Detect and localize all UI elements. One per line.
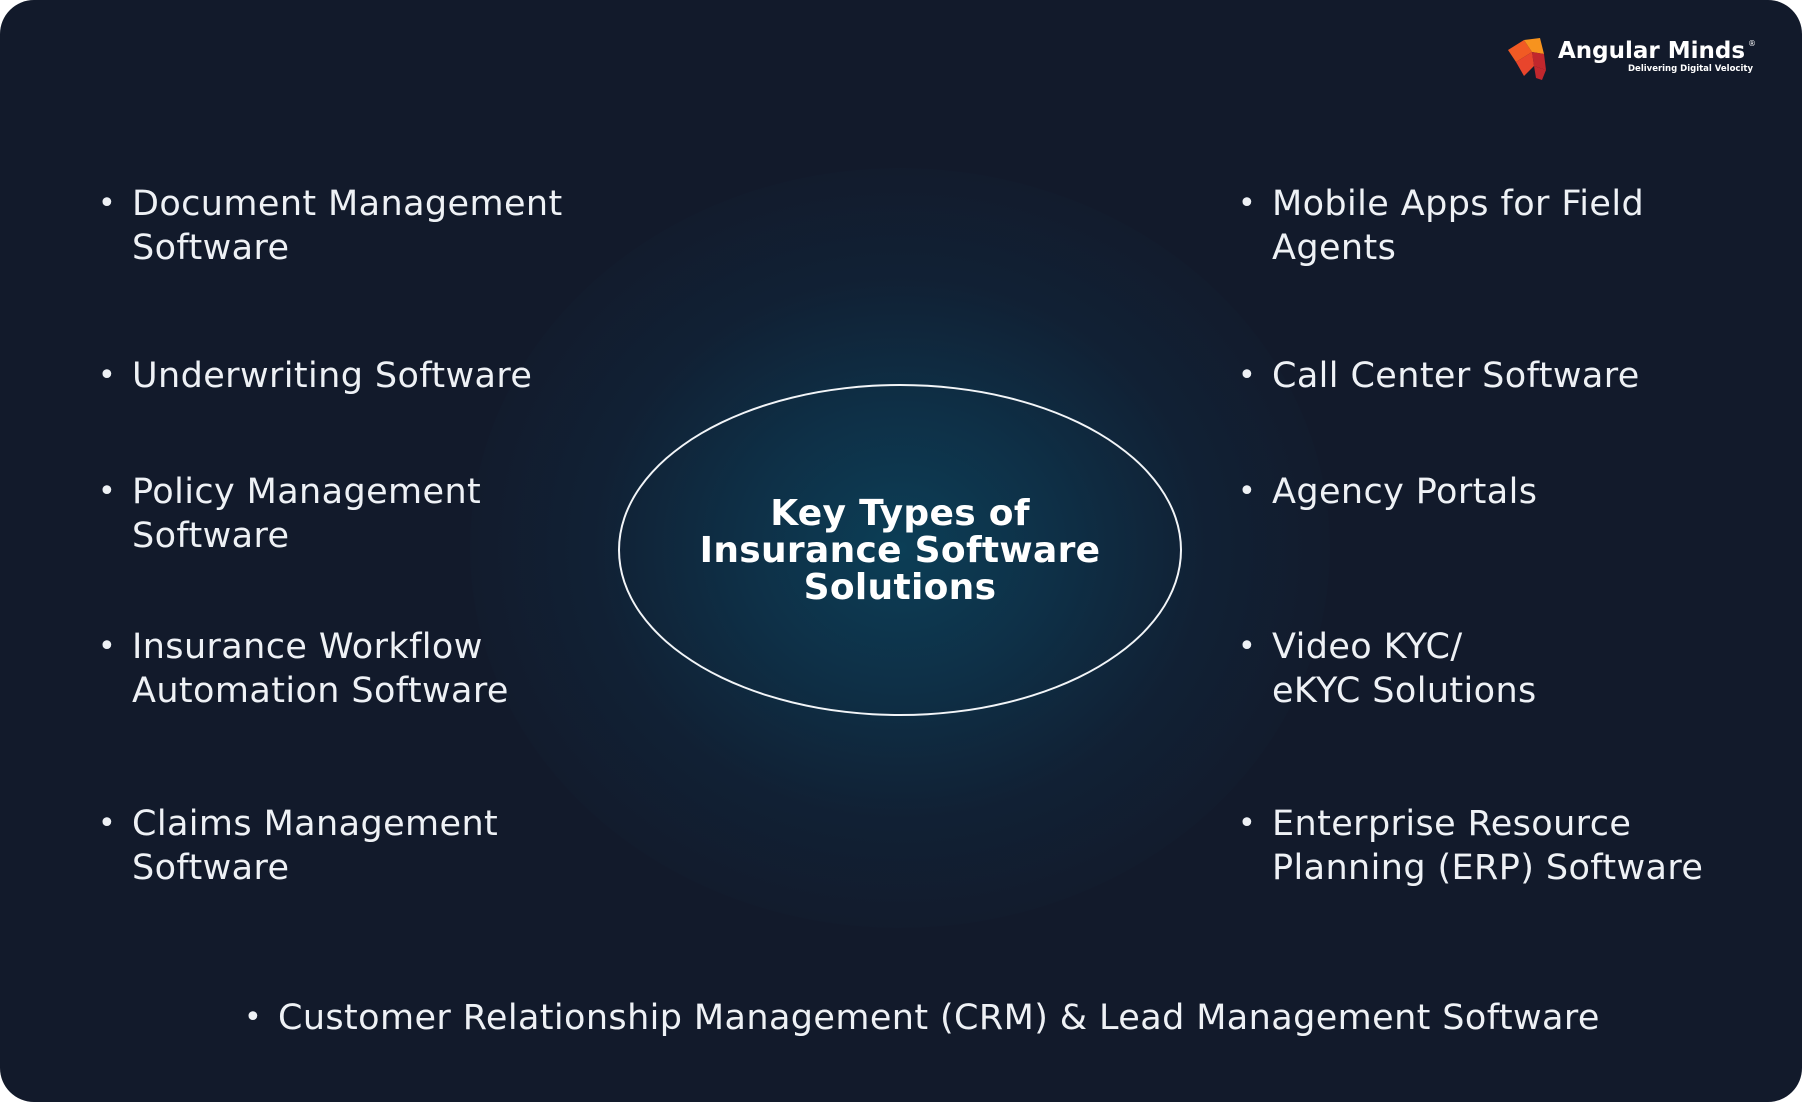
bullet-icon: • [98, 474, 117, 509]
bullet-icon: • [1238, 806, 1257, 841]
list-item-label: Underwriting Software [132, 356, 533, 396]
bullet-icon: • [98, 358, 117, 393]
bullet-icon: • [1238, 474, 1257, 509]
list-item-label: Mobile Apps for Field Agents [1272, 184, 1645, 268]
brand-tagline: Delivering Digital Velocity [1628, 64, 1753, 74]
list-item-label: Call Center Software [1272, 356, 1640, 396]
angular-minds-logo-icon [1508, 38, 1546, 80]
list-item-mobile-apps: • Mobile Apps for Field Agents [1238, 182, 1688, 270]
list-item-label: Policy Management Software [132, 472, 482, 556]
bullet-icon: • [98, 806, 117, 841]
bullet-icon: • [98, 629, 117, 664]
diagram-title: Key Types of Insurance Software Solution… [699, 492, 1101, 608]
list-item-video-kyc: • Video KYC/ eKYC Solutions [1238, 625, 1578, 713]
list-item-claims-management: • Claims Management Software [98, 802, 538, 890]
list-item-label: Document Management Software [132, 184, 563, 268]
bullet-icon: • [244, 1000, 263, 1035]
list-item-agency-portals: • Agency Portals [1238, 470, 1778, 514]
list-item-label: Insurance Workflow Automation Software [132, 627, 509, 711]
list-item-workflow-automation: • Insurance Workflow Automation Software [98, 625, 538, 713]
list-item-label: Customer Relationship Management (CRM) &… [278, 998, 1600, 1038]
list-item-call-center: • Call Center Software [1238, 354, 1778, 398]
bullet-icon: • [1238, 629, 1257, 664]
brand-name: Angular Minds [1558, 38, 1746, 64]
registered-mark: ® [1748, 39, 1756, 48]
list-item-document-management: • Document Management Software [98, 182, 618, 270]
list-item-policy-management: • Policy Management Software [98, 470, 518, 558]
center-ellipse: Key Types of Insurance Software Solution… [618, 384, 1182, 716]
bullet-icon: • [1238, 186, 1257, 221]
bullet-icon: • [1238, 358, 1257, 393]
list-item-label: Enterprise Resource Planning (ERP) Softw… [1272, 804, 1704, 888]
list-item-crm: • Customer Relationship Management (CRM)… [244, 996, 1684, 1040]
list-item-underwriting: • Underwriting Software [98, 354, 638, 398]
list-item-label: Claims Management Software [132, 804, 499, 888]
bullet-icon: • [98, 186, 117, 221]
brand-logo: Angular Minds ® Delivering Digital Veloc… [1506, 36, 1756, 84]
list-item-label: Video KYC/ eKYC Solutions [1272, 627, 1537, 711]
list-item-label: Agency Portals [1272, 472, 1538, 512]
list-item-erp: • Enterprise Resource Planning (ERP) Sof… [1238, 802, 1778, 890]
